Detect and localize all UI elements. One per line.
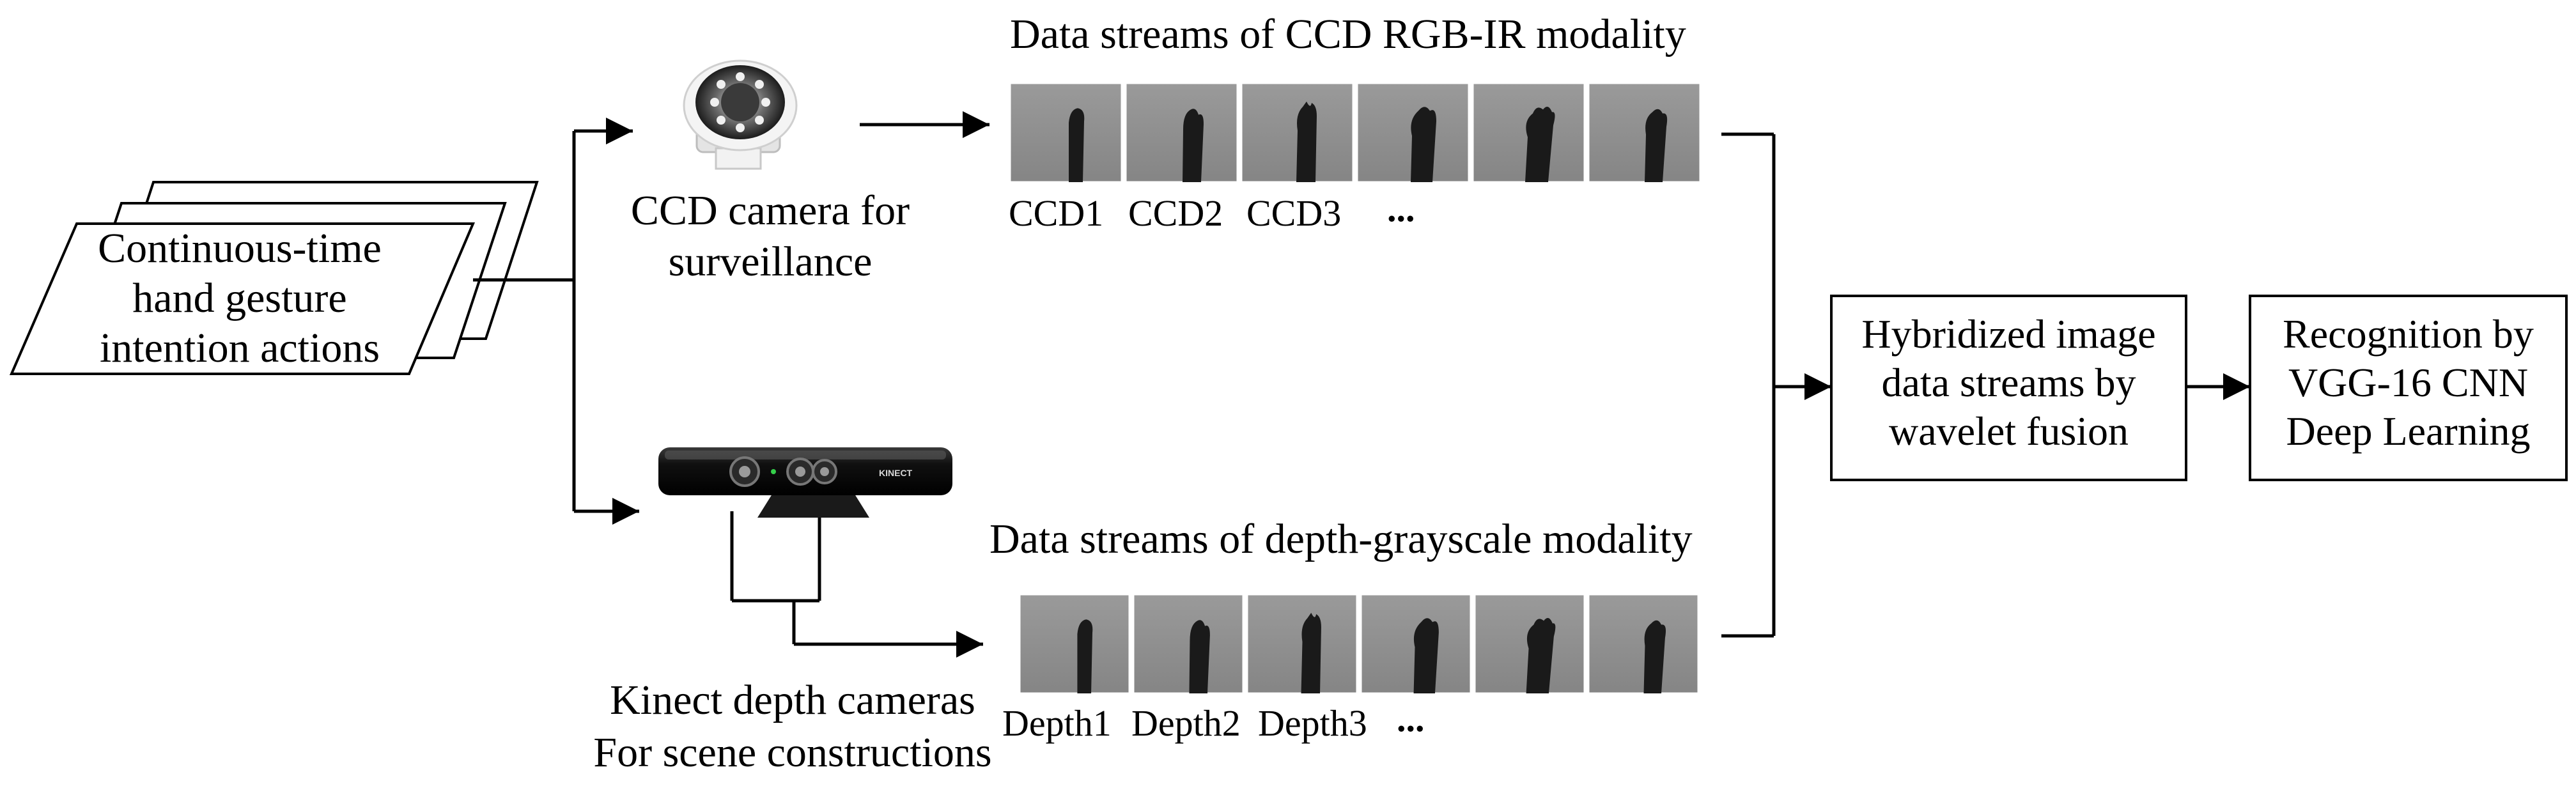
depth-frame-6 xyxy=(1587,593,1700,695)
depth-hand-3 xyxy=(1301,612,1321,693)
ccd-frame-2 xyxy=(1124,82,1239,183)
fusion-label: Hybridized image data streams by wavelet… xyxy=(1831,310,2186,456)
depth-hand-2 xyxy=(1189,620,1210,693)
kinect-caption-line-1: Kinect depth cameras xyxy=(610,677,975,723)
recognition-line-2: VGG-16 CNN xyxy=(2288,360,2529,405)
ccd-camera-caption-line-1: CCD camera for xyxy=(630,187,910,234)
depth-frame-label-1: Depth1 xyxy=(1002,702,1112,744)
kinect-caption: Kinect depth cameras For scene construct… xyxy=(588,674,997,779)
depth-frame-label-4: ... xyxy=(1397,698,1425,739)
fusion-line-2: data streams by xyxy=(1881,360,2136,405)
sheet-front xyxy=(9,222,476,375)
fusion-box xyxy=(1830,295,2187,481)
ccd-hand-1 xyxy=(1069,108,1085,182)
fusion-line-1: Hybridized image xyxy=(1861,311,2156,357)
ccd-frame-label-1: CCD1 xyxy=(1009,192,1104,234)
input-line-1: Continuous-time xyxy=(98,225,382,272)
recognition-label: Recognition by VGG-16 CNN Deep Learning xyxy=(2250,310,2566,456)
ccd-camera-icon xyxy=(683,59,798,170)
recognition-line-1: Recognition by xyxy=(2283,311,2534,357)
recognition-line-3: Deep Learning xyxy=(2286,408,2531,454)
kinect-caption-line-2: For scene constructions xyxy=(593,729,992,776)
ccd-frame-label-3: CCD3 xyxy=(1246,192,1342,234)
connectors xyxy=(473,111,2250,658)
input-sheets xyxy=(9,181,539,375)
depth-stream-frames xyxy=(1018,593,1700,695)
depth-frame-2 xyxy=(1132,593,1245,695)
depth-frame-1 xyxy=(1018,593,1131,695)
ccd-frame-label-2: CCD2 xyxy=(1128,192,1223,234)
ccd-hand-2 xyxy=(1183,109,1204,182)
depth-frame-5 xyxy=(1473,593,1586,695)
recognition-box xyxy=(2249,295,2568,481)
ccd-hand-3 xyxy=(1296,101,1317,182)
ccd-camera-caption-line-2: surveillance xyxy=(668,238,873,285)
ccd-hand-6 xyxy=(1645,109,1668,182)
depth-frame-3 xyxy=(1246,593,1358,695)
kinect-icon: KINECT xyxy=(658,447,952,518)
ccd-frame-3 xyxy=(1240,82,1354,183)
fusion-line-3: wavelet fusion xyxy=(1889,408,2129,454)
ccd-stream-title: Data streams of CCD RGB-IR modality xyxy=(1010,11,1686,58)
ccd-hand-5 xyxy=(1525,107,1555,182)
depth-hand-6 xyxy=(1643,620,1666,693)
input-line-3: intention actions xyxy=(99,325,380,371)
ccd-stream-frames xyxy=(1009,82,1702,183)
depth-hand-1 xyxy=(1077,619,1093,693)
input-line-2: hand gesture xyxy=(132,275,347,321)
ccd-frame-6 xyxy=(1587,82,1702,183)
ccd-frame-1 xyxy=(1009,82,1123,183)
ccd-camera-caption: CCD camera for surveillance xyxy=(598,185,943,288)
depth-hand-4 xyxy=(1413,618,1439,693)
depth-stream-title: Data streams of depth-grayscale modality xyxy=(989,516,1693,562)
depth-hand-5 xyxy=(1526,618,1556,693)
ccd-frame-4 xyxy=(1356,82,1470,183)
depth-frame-label-3: Depth3 xyxy=(1258,702,1367,744)
kinect-brand-text: KINECT xyxy=(879,468,913,478)
ccd-hand-4 xyxy=(1411,107,1436,182)
input-label: Continuous-time hand gesture intention a… xyxy=(61,224,419,373)
depth-frame-4 xyxy=(1360,593,1472,695)
ccd-frame-5 xyxy=(1471,82,1586,183)
depth-frame-label-2: Depth2 xyxy=(1131,702,1241,744)
ccd-frame-label-4: ... xyxy=(1387,188,1415,229)
